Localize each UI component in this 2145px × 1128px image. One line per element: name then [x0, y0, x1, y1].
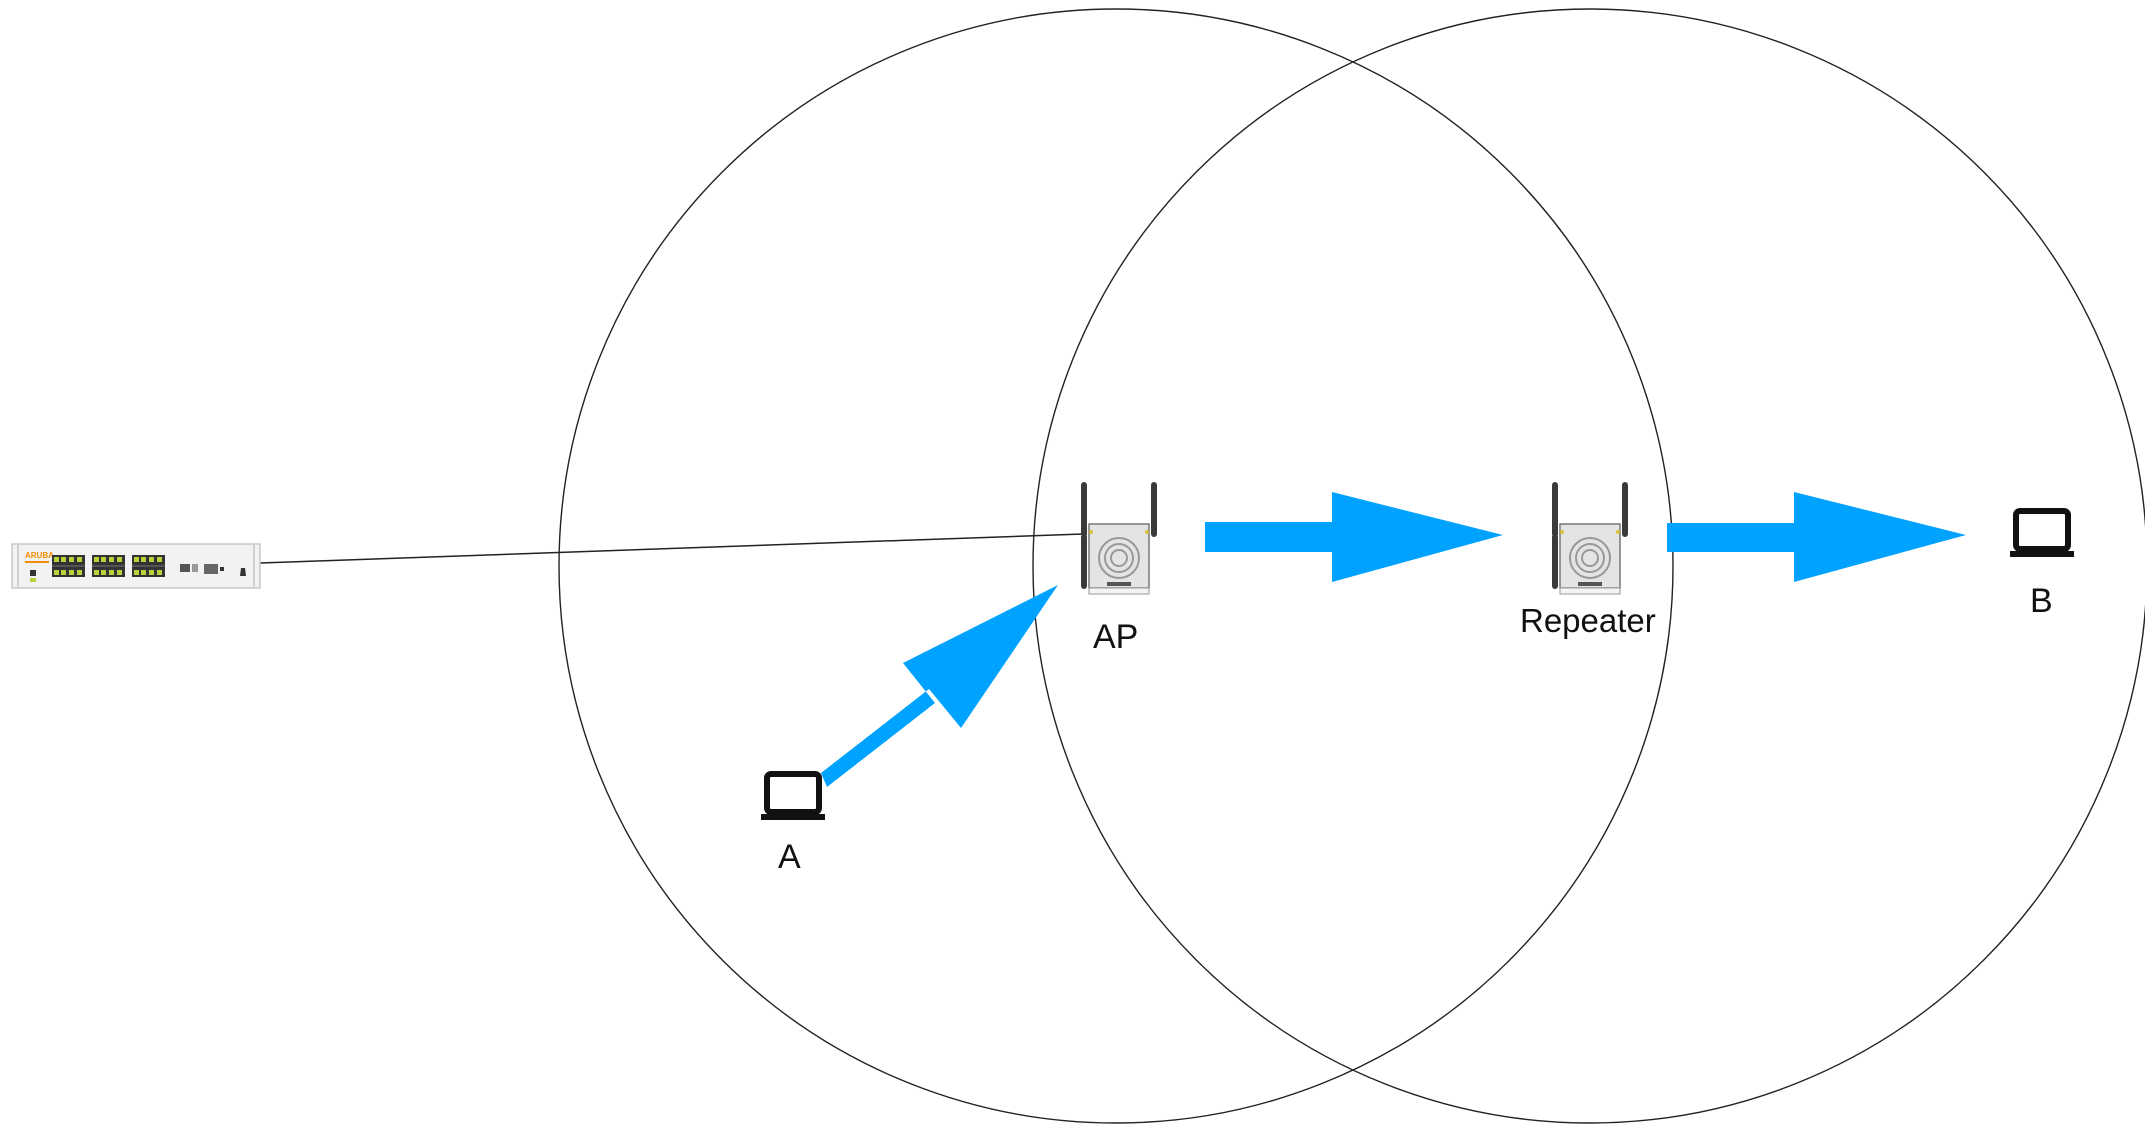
client-a-label: A: [778, 838, 801, 876]
uplink-cable: [259, 533, 1084, 564]
ap-label: AP: [1093, 618, 1139, 656]
network-switch-icon: ARUBA: [11, 543, 261, 589]
repeater-label: Repeater: [1520, 602, 1656, 639]
arrow-ap-to-repeater: [1205, 492, 1503, 582]
switch-logo: ARUBA: [25, 551, 54, 560]
access-point-icon: [1080, 481, 1158, 595]
arrow-repeater-to-b: [1667, 492, 1966, 582]
repeater-access-point-icon: [1551, 481, 1629, 595]
laptop-a-icon: [761, 774, 825, 820]
repeater-coverage-circle: [1032, 8, 2145, 1124]
ap-coverage-circle: [558, 8, 1674, 1124]
laptop-b-icon: [2010, 511, 2074, 557]
arrow-a-to-ap: [821, 585, 1058, 787]
client-b-label: B: [2030, 582, 2053, 620]
